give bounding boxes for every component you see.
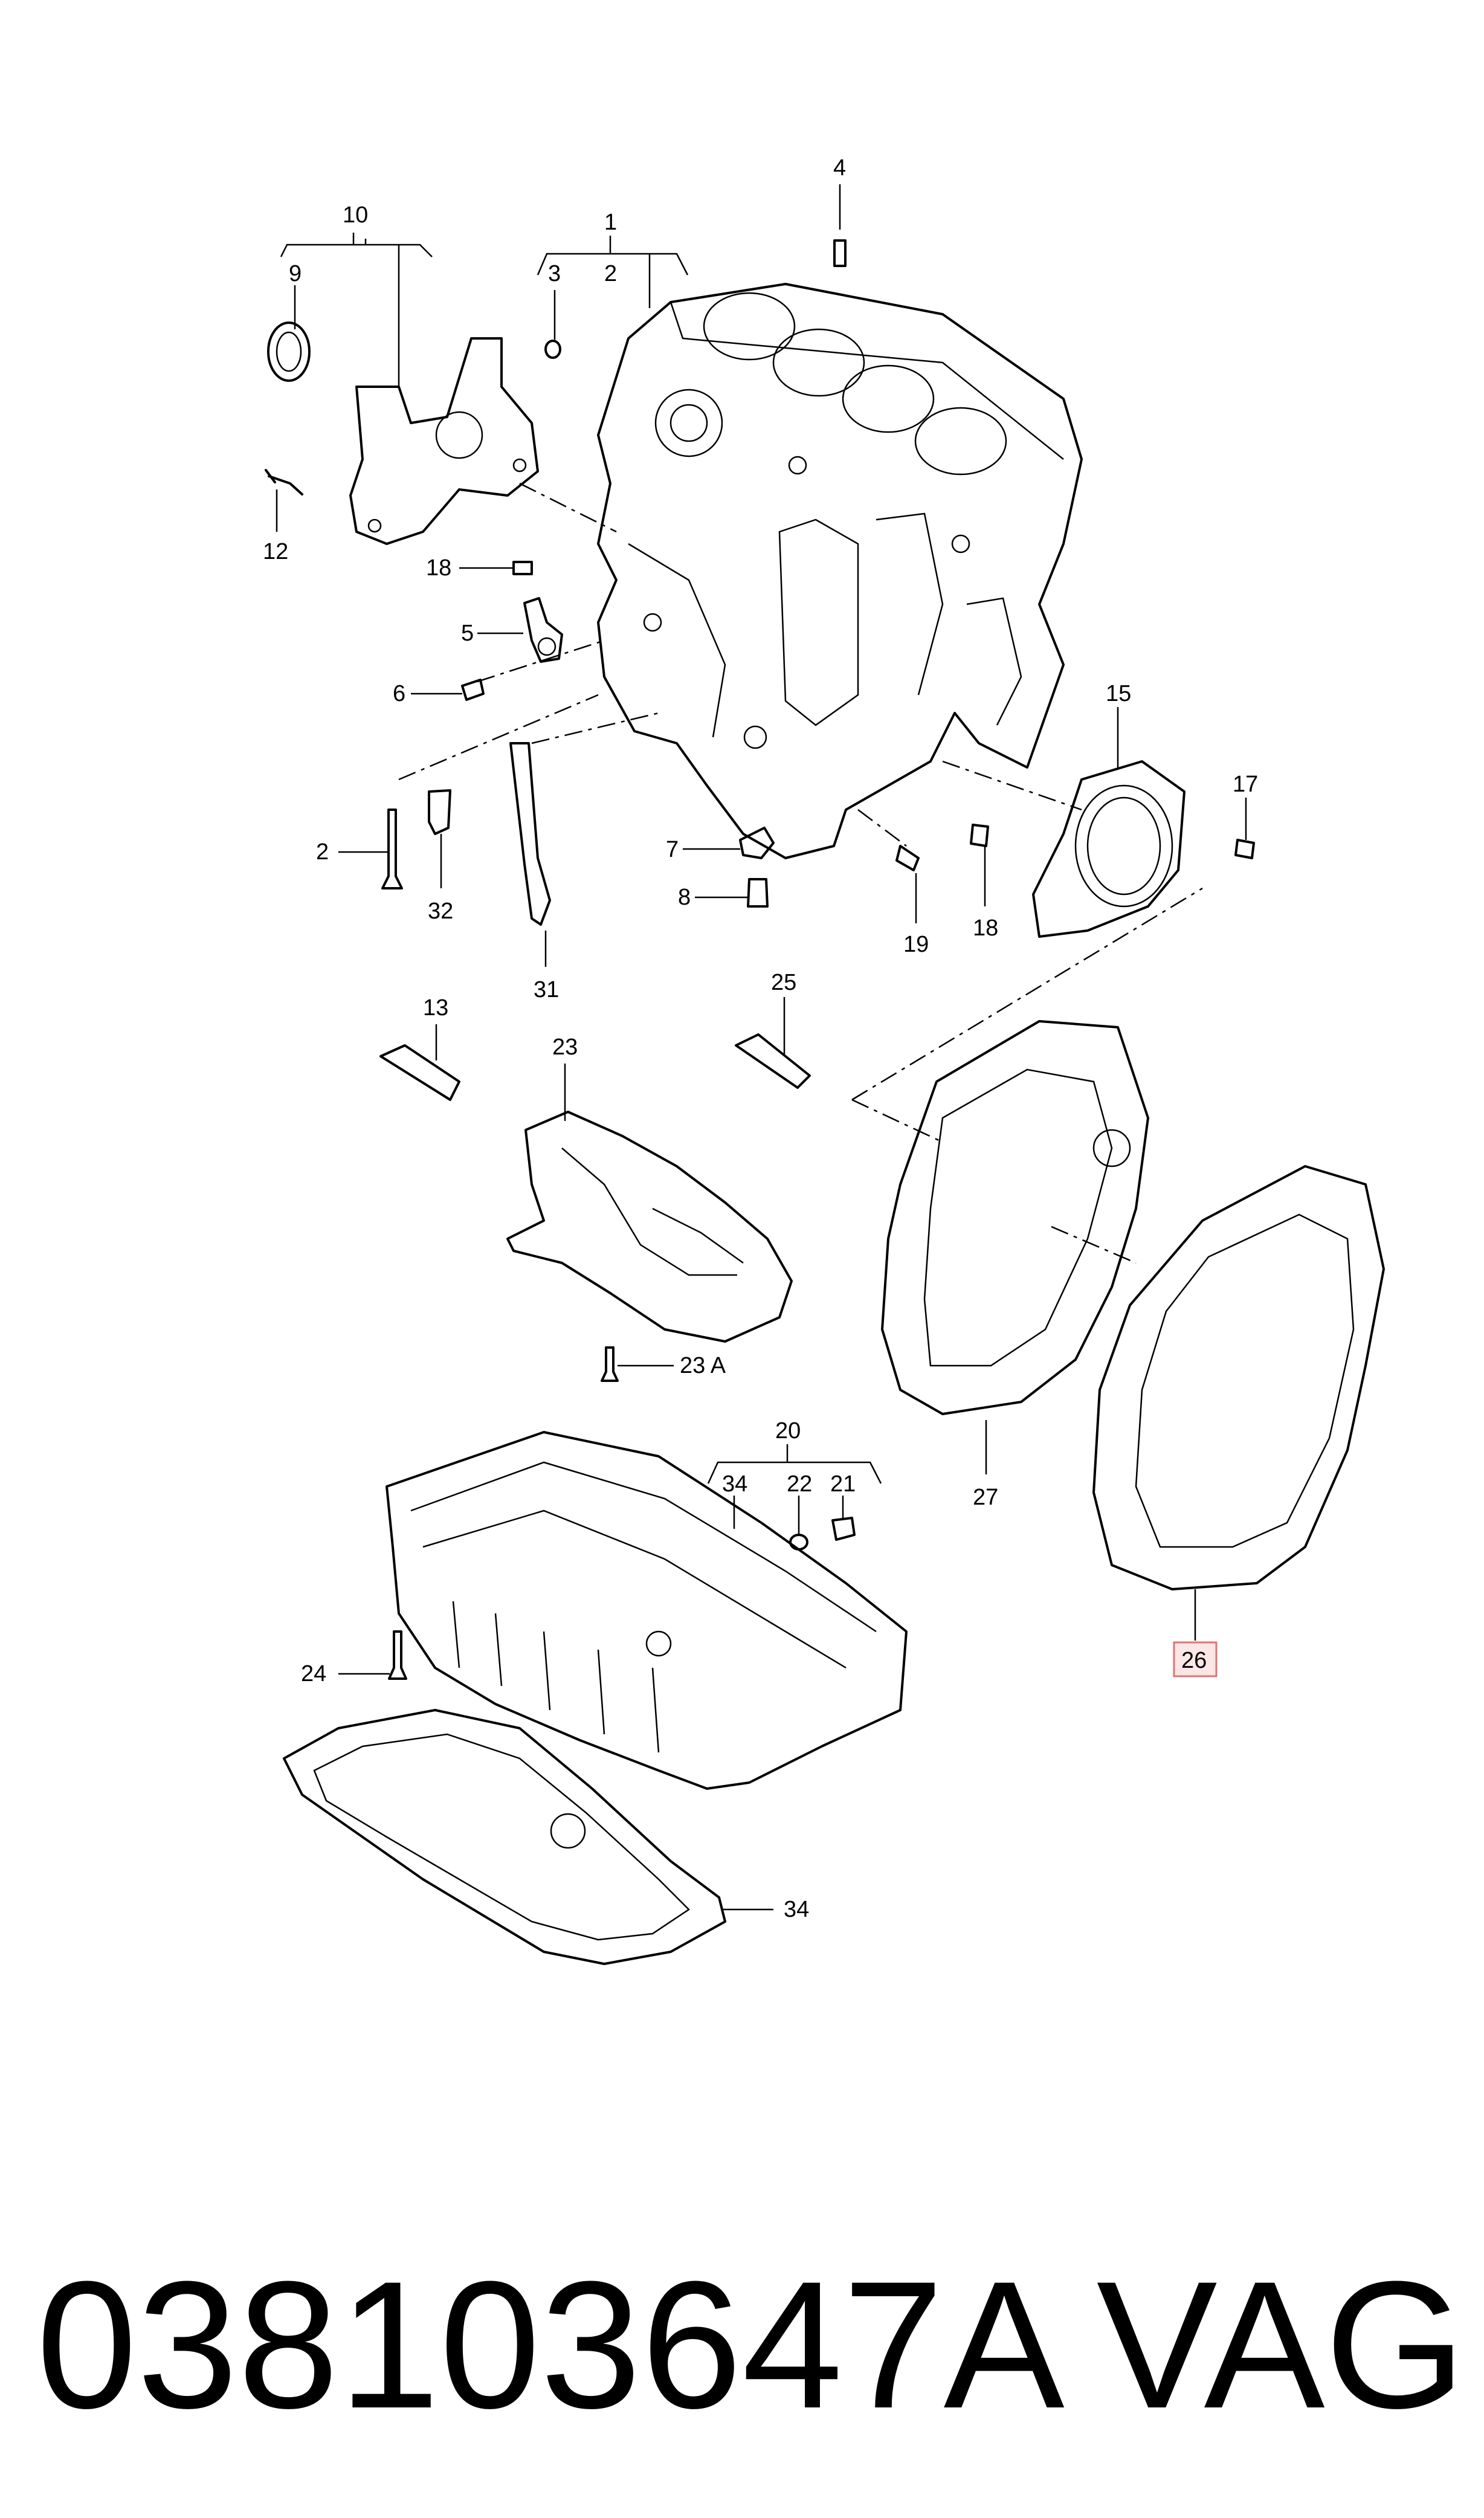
bolt-23a bbox=[601, 1346, 619, 1382]
sealant-tube-13 bbox=[379, 1044, 460, 1101]
callout-2-bolt: 2 bbox=[316, 839, 329, 865]
dowel-pin-18-left bbox=[512, 561, 533, 575]
sealant-tube-25 bbox=[735, 1033, 811, 1089]
callout-4: 4 bbox=[833, 155, 846, 181]
oil-baffle bbox=[506, 1111, 793, 1343]
lower-oil-pan bbox=[283, 1709, 726, 1965]
rear-seal-flange bbox=[1032, 760, 1186, 938]
front-cover bbox=[349, 337, 539, 545]
callout-23: 23 bbox=[552, 1035, 578, 1060]
oil-pan bbox=[386, 1431, 908, 1790]
bolt-12 bbox=[265, 469, 303, 496]
callout-20: 20 bbox=[775, 1418, 801, 1444]
callout-3: 3 bbox=[548, 261, 561, 286]
knock-sensor bbox=[523, 597, 563, 663]
gasket-26 bbox=[1092, 1165, 1385, 1590]
sensor-7 bbox=[739, 827, 775, 859]
callout-1: 1 bbox=[604, 210, 617, 235]
dowel-pin-4 bbox=[833, 239, 847, 267]
callout-27: 27 bbox=[973, 1485, 998, 1510]
highlight-box bbox=[1173, 1641, 1218, 1677]
bolt-8 bbox=[747, 878, 769, 908]
callout-24: 24 bbox=[301, 1661, 326, 1687]
callout-18-right: 18 bbox=[973, 915, 998, 941]
callout-5: 5 bbox=[461, 621, 474, 646]
cap-32 bbox=[428, 789, 451, 835]
callout-10: 10 bbox=[343, 202, 368, 228]
dipstick-tube-31 bbox=[509, 742, 551, 926]
callout-31: 31 bbox=[534, 977, 559, 1002]
seal-3 bbox=[544, 340, 561, 359]
callout-9: 9 bbox=[289, 261, 302, 286]
callout-13: 13 bbox=[423, 995, 448, 1021]
dowel-18-right bbox=[970, 824, 989, 847]
callout-8: 8 bbox=[678, 885, 691, 910]
callout-19: 19 bbox=[903, 932, 929, 957]
leader-lines bbox=[276, 184, 1247, 1911]
gasket-27 bbox=[881, 1020, 1149, 1415]
callout-34-lower: 34 bbox=[784, 1897, 809, 1922]
callout-25: 25 bbox=[771, 970, 796, 995]
bolt-6 bbox=[461, 679, 485, 701]
callout-32: 32 bbox=[428, 899, 453, 924]
highlighted-callout-26: 26 bbox=[1173, 1641, 1218, 1677]
seal-22 bbox=[789, 1534, 808, 1551]
callout-26: 26 bbox=[1181, 1648, 1207, 1673]
drain-plug-21 bbox=[831, 1517, 856, 1541]
bolt-2 bbox=[381, 809, 403, 889]
brand-name: VAG bbox=[1096, 2243, 1466, 2446]
assembly-lines bbox=[398, 482, 1203, 1264]
callout-12: 12 bbox=[263, 539, 288, 564]
callout-15: 15 bbox=[1106, 681, 1131, 706]
dowel-19 bbox=[895, 845, 920, 871]
seal-ring bbox=[267, 321, 311, 382]
callout-34-upper: 34 bbox=[722, 1471, 747, 1497]
part-number: 038103647A bbox=[36, 2243, 1065, 2446]
callout-2: 2 bbox=[604, 261, 617, 286]
callout-6: 6 bbox=[393, 681, 405, 706]
callout-23a: 23 A bbox=[680, 1353, 726, 1378]
callout-18-left: 18 bbox=[426, 555, 451, 581]
callout-21: 21 bbox=[830, 1471, 856, 1497]
bolt-17 bbox=[1234, 839, 1255, 859]
callout-22: 22 bbox=[787, 1471, 812, 1497]
callouts: 10 9 12 1 3 2 4 18 5 6 2 32 31 7 8 19 18… bbox=[263, 155, 1258, 1922]
bolt-24 bbox=[388, 1630, 407, 1680]
callout-17: 17 bbox=[1233, 772, 1258, 797]
engine-block bbox=[597, 283, 1083, 859]
callout-7: 7 bbox=[666, 837, 679, 862]
